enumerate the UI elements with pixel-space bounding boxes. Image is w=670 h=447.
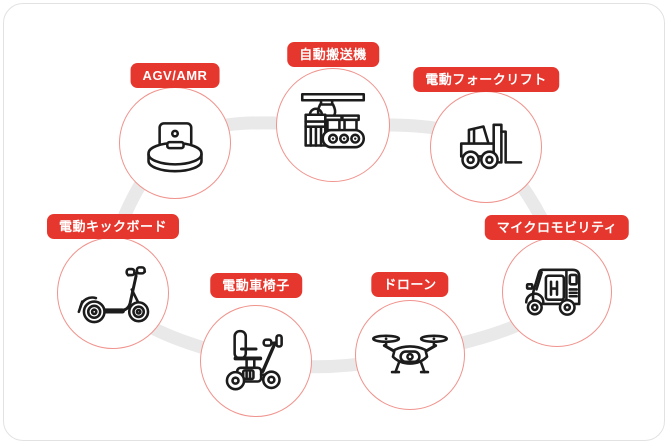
diagram-node-wheelchair: 電動車椅子	[200, 273, 312, 417]
agv-robot-icon	[147, 122, 203, 173]
diagram-node-drone: ドローン	[355, 272, 465, 410]
node-label-badge: 電動キックボード	[46, 214, 180, 239]
diagram-node-conveyor: 自動搬送機	[276, 42, 390, 182]
node-label-badge: ドローン	[371, 272, 449, 297]
node-label-badge: AGV/AMR	[130, 63, 220, 88]
node-label-badge: 電動車椅子	[210, 273, 302, 298]
node-circle	[355, 300, 465, 410]
node-circle	[430, 91, 542, 203]
node-circle	[276, 68, 390, 182]
node-label-badge: マイクロモビリティ	[484, 215, 630, 240]
diagram-node-agv-amr: AGV/AMR	[119, 63, 231, 199]
node-label-badge: 電動フォークリフト	[413, 67, 559, 92]
electric-forklift-icon	[459, 123, 523, 170]
node-circle	[200, 305, 312, 417]
diagram-node-forklift: 電動フォークリフト	[413, 67, 559, 203]
diagram-node-kickboard: 電動キックボード	[46, 214, 180, 349]
node-circle	[502, 237, 612, 347]
electric-wheelchair-icon	[225, 329, 283, 391]
conveyor-robot-arm-icon	[300, 92, 366, 149]
diagram-node-micromobility: マイクロモビリティ	[484, 215, 630, 347]
micro-mobility-rickshaw-icon	[524, 268, 581, 316]
node-circle	[57, 237, 169, 349]
electric-kick-scooter-icon	[77, 266, 150, 324]
node-circle	[119, 87, 231, 199]
drone-icon	[371, 334, 449, 374]
node-label-badge: 自動搬送機	[287, 42, 379, 67]
